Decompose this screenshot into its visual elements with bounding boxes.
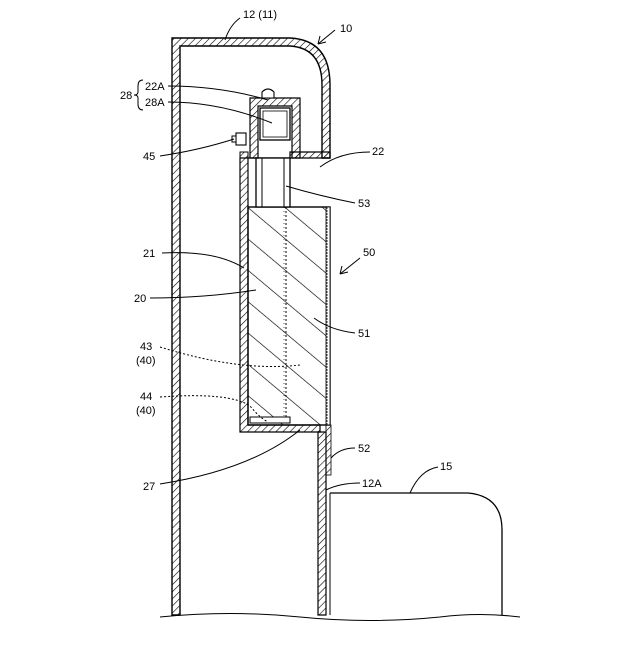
label-20: 20 bbox=[134, 293, 146, 305]
label-12-11: 12 (11) bbox=[243, 9, 277, 21]
bracket-28 bbox=[134, 80, 143, 110]
label-51: 51 bbox=[358, 328, 370, 340]
label-40-a: (40) bbox=[136, 355, 156, 367]
label-52: 52 bbox=[358, 443, 370, 455]
label-50: 50 bbox=[363, 247, 375, 259]
element-52 bbox=[326, 425, 331, 475]
label-43: 43 bbox=[140, 341, 152, 353]
label-15: 15 bbox=[440, 461, 452, 473]
label-53: 53 bbox=[358, 198, 370, 210]
label-22A: 22A bbox=[145, 81, 165, 93]
label-21: 21 bbox=[143, 248, 155, 260]
label-27: 27 bbox=[143, 481, 155, 493]
element-50-body bbox=[248, 207, 330, 425]
label-45: 45 bbox=[143, 151, 155, 163]
label-12A: 12A bbox=[362, 478, 382, 490]
label-22: 22 bbox=[372, 146, 384, 158]
inner-wall-right bbox=[318, 432, 326, 615]
label-40-b: (40) bbox=[136, 405, 156, 417]
label-28A: 28A bbox=[145, 97, 165, 109]
label-10: 10 bbox=[340, 23, 352, 35]
element-53 bbox=[256, 158, 290, 207]
element-45 bbox=[232, 133, 246, 145]
label-28: 28 bbox=[120, 90, 132, 102]
label-44: 44 bbox=[140, 391, 152, 403]
element-15 bbox=[330, 493, 502, 615]
element-28A bbox=[260, 108, 290, 140]
break-line bbox=[160, 614, 520, 621]
